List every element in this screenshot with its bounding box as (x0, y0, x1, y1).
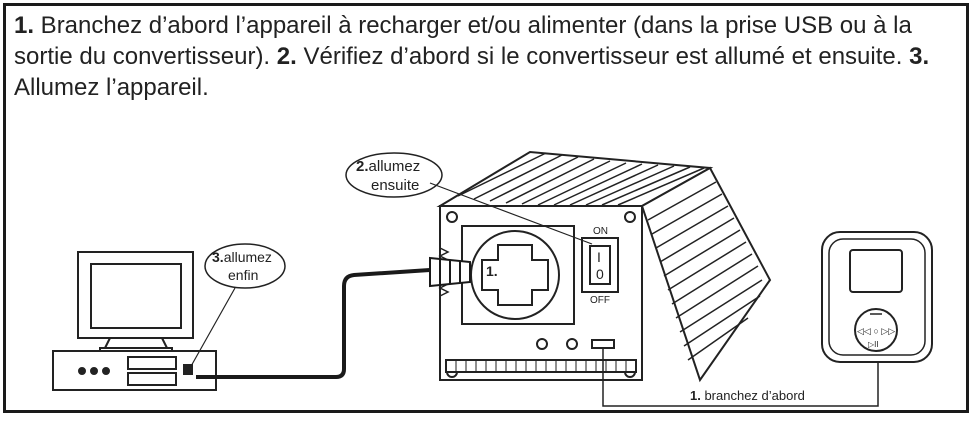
cable-plug (429, 256, 471, 288)
callout3-line1: allumez (224, 249, 272, 265)
callout2-line2: ensuite (371, 177, 419, 194)
computer-illustration (52, 251, 217, 391)
switch-i-label: I (597, 249, 601, 265)
step1-number: 1. (14, 12, 35, 39)
bottom-step-text: branchez d’abord (701, 388, 805, 403)
callout-step3: 3.allumez enfin (189, 243, 286, 369)
bottom-step-number: 1. (690, 388, 701, 403)
step2-text: Vérifiez d’abord si le convertisseur est… (296, 43, 910, 70)
mp3-player-illustration (821, 231, 933, 363)
switch-on-label: ON (593, 226, 608, 237)
switch-0-label: 0 (596, 266, 604, 282)
switch-off-label: OFF (590, 295, 610, 306)
step1-text: Branchez d’abord l’appareil à recharger … (14, 12, 912, 70)
step2-number: 2. (276, 43, 297, 70)
player-playpause-control: ▷II (868, 340, 879, 349)
svg-text:2.allumez: 2.allumez (356, 158, 420, 175)
callout3-line2: enfin (228, 267, 258, 283)
usb-to-player-line (602, 348, 879, 407)
player-nav-controls: ◁◁ ○ ▷▷ (857, 326, 895, 336)
bottom-instruction: 1. branchez d’abord (690, 388, 805, 403)
svg-text:3.allumez: 3.allumez (212, 249, 272, 265)
callout3-number: 3. (212, 249, 224, 265)
callout2-number: 2. (356, 158, 369, 175)
instructions-text: 1. Branchez d’abord l’appareil à recharg… (14, 10, 964, 103)
step3-text: Allumez l’appareil. (14, 74, 209, 101)
socket-step-label: 1. (486, 263, 498, 279)
callout-step2: 2.allumez ensuite (345, 152, 593, 245)
converter-illustration (436, 150, 772, 383)
callout2-line1: allumez (369, 158, 421, 175)
usb-cable (196, 266, 461, 379)
step3-number: 3. (909, 43, 930, 70)
